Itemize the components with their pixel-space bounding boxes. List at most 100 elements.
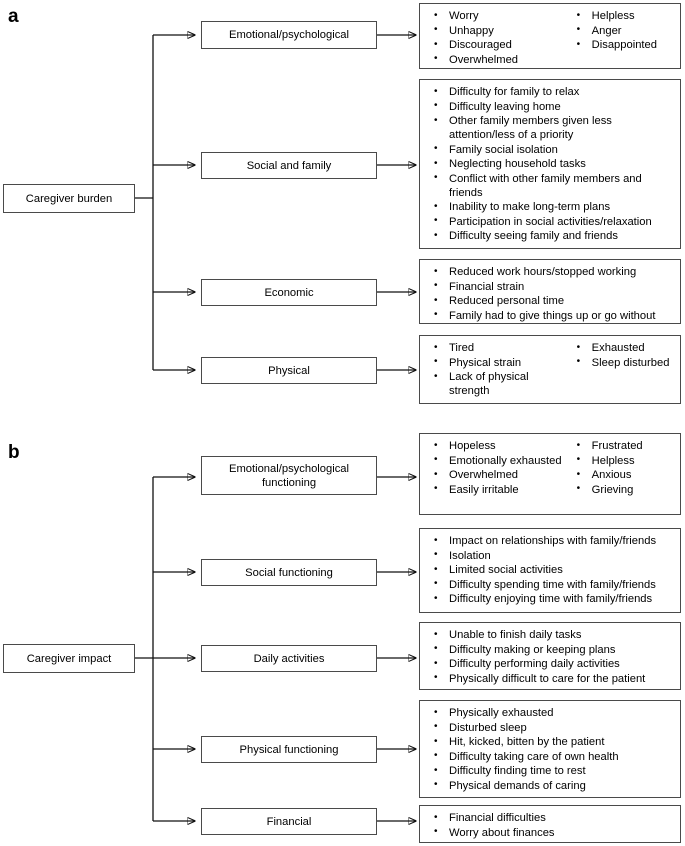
bullet-column-1: Physically exhaustedDisturbed sleepHit, … [428,705,674,793]
bullet-item: Tired [428,340,571,355]
bullet-column-1: Reduced work hours/stopped workingFinanc… [428,264,674,323]
bullet-item: Participation in social activities/relax… [428,214,674,229]
bullet-item: Hit, kicked, bitten by the patient [428,735,674,749]
node-label: Social functioning [245,566,333,579]
bullet-item: Neglecting household tasks [428,157,674,171]
bullet-item: Helpless [571,453,674,468]
bullet-item: Disturbed sleep [428,720,674,735]
bullet-item: Physically exhausted [428,705,674,720]
bullet-list: TiredPhysical strainLack of physical str… [428,340,571,398]
bullet-list: HopelessEmotionally exhaustedOverwhelmed… [428,438,571,497]
root-node-label: Caregiver impact [26,652,112,665]
bullet-column-2: ExhaustedSleep disturbed [571,340,674,370]
root-node-caregiver-impact[interactable]: Caregiver impact [3,644,135,673]
bullet-list: Financial difficultiesWorry about financ… [428,810,674,840]
bullet-column-2: HelplessAngerDisappointed [571,8,674,53]
bullet-column-1: Difficulty for family to relaxDifficulty… [428,84,674,244]
bullet-item: Reduced personal time [428,294,674,308]
bullet-item: Impact on relationships with family/frie… [428,533,674,548]
bullet-item: Lack of physical strength [428,370,571,398]
bullet-item: Hopeless [428,438,571,453]
bullet-column-1: HopelessEmotionally exhaustedOverwhelmed… [428,438,571,497]
detail-list-emotional-psychological-functioning: HopelessEmotionally exhaustedOverwhelmed… [419,433,681,515]
bullet-item: Isolation [428,548,674,563]
bullet-item: Difficulty spending time with family/fri… [428,577,674,592]
node-social-functioning[interactable]: Social functioning [201,559,377,586]
bullet-list: Reduced work hours/stopped workingFinanc… [428,264,674,323]
bullet-list: FrustratedHelplessAnxiousGrieving [571,438,674,497]
node-emotional-psychological[interactable]: Emotional/psychological [201,21,377,49]
node-physical-functioning[interactable]: Physical functioning [201,736,377,763]
bullet-list: Impact on relationships with family/frie… [428,533,674,606]
bullet-list: Unable to finish daily tasksDifficulty m… [428,627,674,686]
bullet-item: Anxious [571,468,674,482]
detail-list-financial: Financial difficultiesWorry about financ… [419,805,681,843]
bullet-item: Unhappy [428,23,571,38]
detail-list-physical: TiredPhysical strainLack of physical str… [419,335,681,404]
bullet-item: Helpless [571,8,674,23]
bullet-item: Exhausted [571,340,674,355]
bullet-column-1: Impact on relationships with family/frie… [428,533,674,607]
bullet-item: Conflict with other family members and f… [428,171,674,200]
bullet-item: Worry about finances [428,825,674,840]
bullet-item: Difficulty for family to relax [428,84,674,99]
bullet-item: Difficulty taking care of own health [428,749,674,764]
bullet-item: Overwhelmed [428,52,571,67]
bullet-column-2: FrustratedHelplessAnxiousGrieving [571,438,674,497]
bullet-list: HelplessAngerDisappointed [571,8,674,52]
node-emotional-psychological-functioning[interactable]: Emotional/psychological functioning [201,456,377,495]
bullet-item: Difficulty seeing family and friends [428,229,674,243]
node-label: Physical [268,364,310,377]
root-node-caregiver-burden[interactable]: Caregiver burden [3,184,135,213]
detail-list-physical-functioning: Physically exhaustedDisturbed sleepHit, … [419,700,681,798]
root-node-label: Caregiver burden [25,192,113,205]
bullet-item: Discouraged [428,38,571,52]
bullet-item: Limited social activities [428,563,674,577]
detail-list-social-and-family: Difficulty for family to relaxDifficulty… [419,79,681,249]
bullet-item: Physical demands of caring [428,778,674,793]
bullet-item: Financial strain [428,279,674,294]
bullet-item: Difficulty making or keeping plans [428,642,674,657]
node-physical[interactable]: Physical [201,357,377,384]
panel-label-b: b [8,442,20,463]
node-social-and-family[interactable]: Social and family [201,152,377,179]
bullet-item: Inability to make long-term plans [428,200,674,214]
bullet-list: Physically exhaustedDisturbed sleepHit, … [428,705,674,793]
bullet-list: ExhaustedSleep disturbed [571,340,674,370]
detail-list-economic: Reduced work hours/stopped workingFinanc… [419,259,681,324]
node-daily-activities[interactable]: Daily activities [201,645,377,672]
bullet-item: Disappointed [571,38,674,52]
node-label: Physical functioning [239,743,339,756]
bullet-item: Difficulty leaving home [428,99,674,114]
bullet-column-1: WorryUnhappyDiscouragedOverwhelmed [428,8,571,67]
bullet-item: Easily irritable [428,482,571,497]
node-label: Daily activities [253,652,325,665]
bullet-item: Sleep disturbed [571,355,674,370]
bullet-item: Worry [428,8,571,23]
bullet-item: Overwhelmed [428,468,571,482]
bullet-item: Frustrated [571,438,674,453]
bullet-column-1: Financial difficultiesWorry about financ… [428,810,674,840]
node-label: Emotional/psychological functioning [228,462,350,489]
bullet-item: Family had to give things up or go witho… [428,308,674,323]
bullet-column-1: Unable to finish daily tasksDifficulty m… [428,627,674,686]
bullet-item: Difficulty enjoying time with family/fri… [428,592,674,606]
node-economic[interactable]: Economic [201,279,377,306]
node-label: Financial [266,815,312,828]
bullet-item: Family social isolation [428,142,674,157]
bullet-item: Emotionally exhausted [428,453,571,468]
bullet-item: Financial difficulties [428,810,674,825]
detail-list-daily-activities: Unable to finish daily tasksDifficulty m… [419,622,681,690]
bullet-item: Physical strain [428,355,571,370]
bullet-item: Reduced work hours/stopped working [428,264,674,279]
bullet-column-1: TiredPhysical strainLack of physical str… [428,340,571,399]
detail-list-emotional-psychological: WorryUnhappyDiscouragedOverwhelmed Helpl… [419,3,681,69]
bullet-list: WorryUnhappyDiscouragedOverwhelmed [428,8,571,67]
node-label: Emotional/psychological [228,29,350,41]
bullet-item: Difficulty performing daily activities [428,657,674,671]
node-financial[interactable]: Financial [201,808,377,835]
detail-list-social-functioning: Impact on relationships with family/frie… [419,528,681,613]
bullet-item: Other family members given less attentio… [428,114,674,142]
bullet-item: Difficulty finding time to rest [428,764,674,778]
